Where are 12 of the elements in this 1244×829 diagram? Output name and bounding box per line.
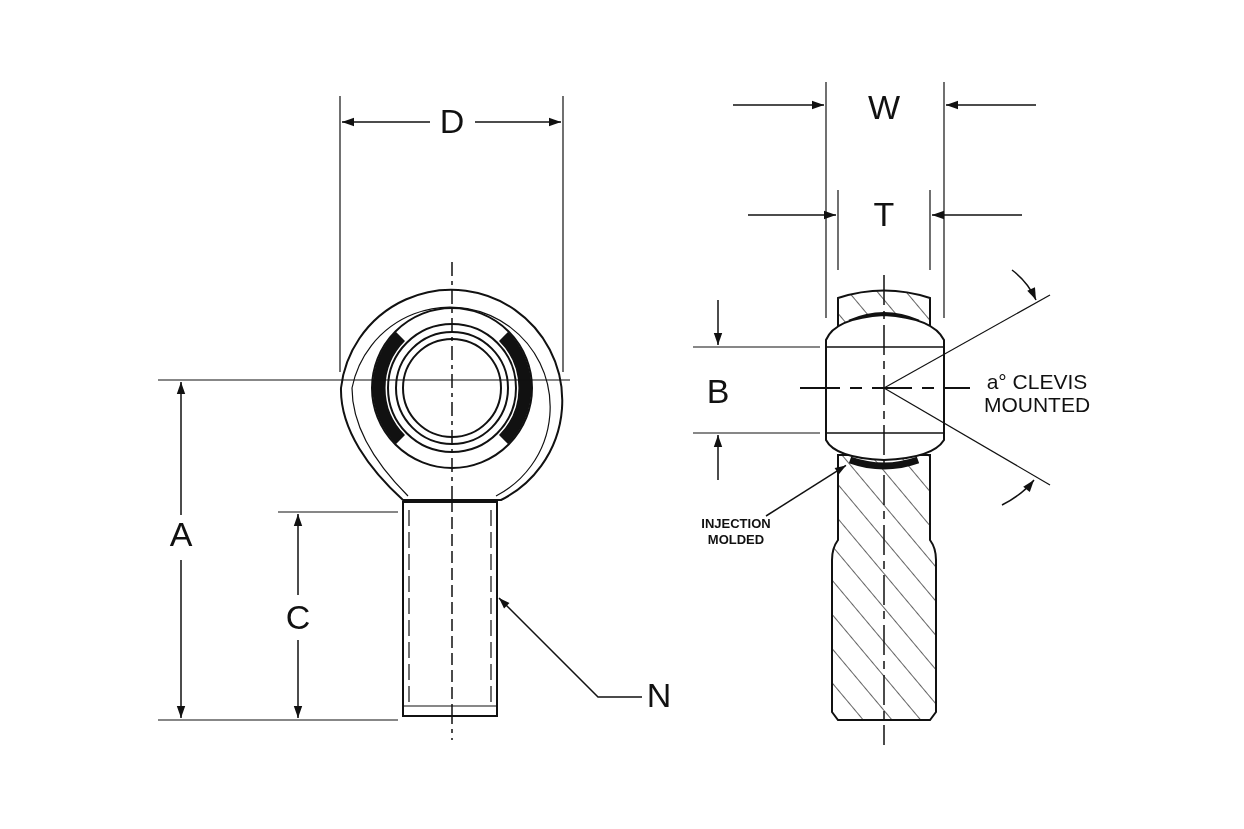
callout-label: INJECTION MOLDED <box>686 516 786 554</box>
dimension-label: A <box>168 517 194 553</box>
liner-drawing <box>846 456 922 472</box>
dimension-label: D <box>438 104 466 140</box>
leader-line <box>498 597 643 698</box>
dimension-label: C <box>284 600 312 636</box>
angle-note: a° CLEVIS MOUNTED <box>982 370 1092 417</box>
callout-letter: N <box>642 678 676 716</box>
leader-line <box>765 464 847 517</box>
dimension-label: W <box>866 90 902 126</box>
dimension-label: T <box>872 197 896 233</box>
dimension-label: B <box>705 374 731 410</box>
